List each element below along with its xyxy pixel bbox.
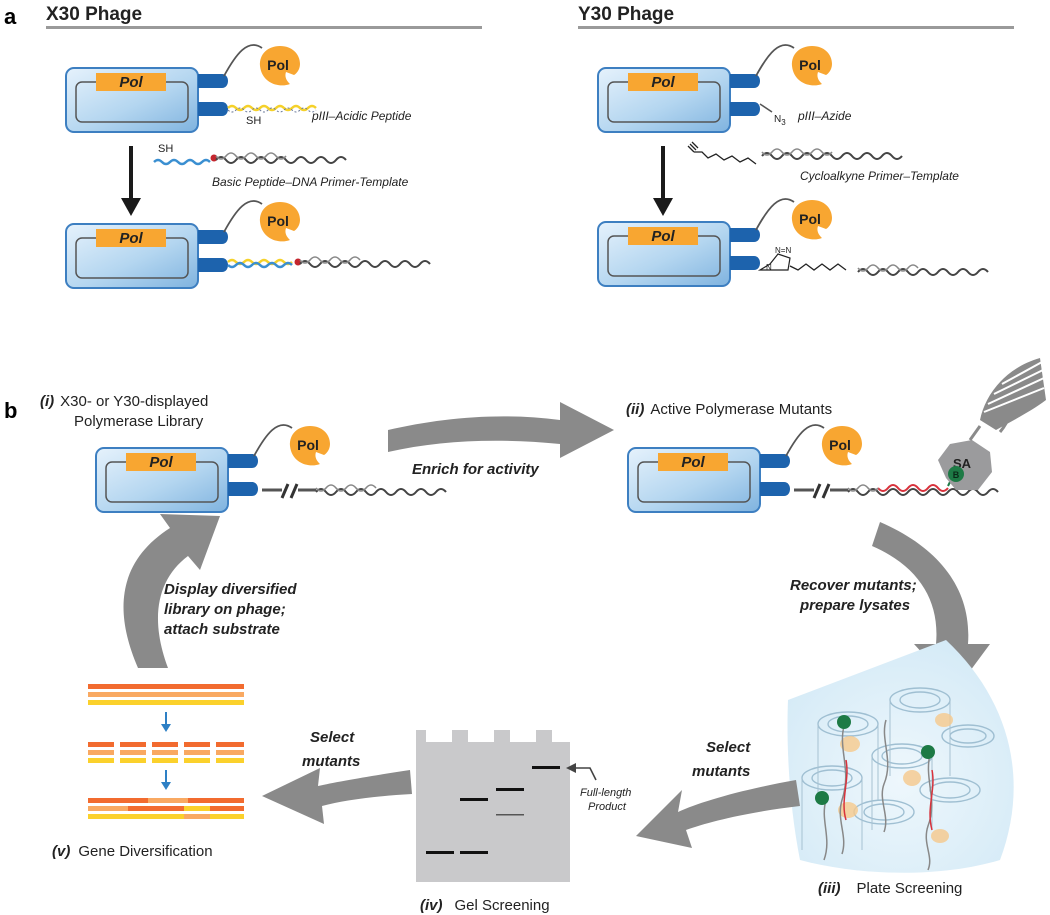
gel-band-full-length [532,766,560,769]
pol-enzyme-label: Pol [799,211,821,227]
pol-enzyme-label: Pol [297,437,319,453]
pol-enzyme-label: Pol [267,213,289,229]
pol-enzyme-label: Pol [829,437,851,453]
step-v-label: (v)Gene Diversification [52,843,213,860]
gel-band-1 [426,851,454,854]
select2-line2: mutants [302,753,360,770]
step-iv-label: (iv)Gel Screening [420,897,550,914]
primer-template-dna [215,156,347,164]
display-line2: library on phage; [164,601,286,618]
pol-enzyme-label: Pol [799,57,821,73]
gel-band-2 [460,851,488,854]
active-mutant-phage: Pol Pol [627,424,862,513]
attached-dna [299,260,431,268]
pol-gene-label: Pol [119,74,143,91]
y30-phage-top: Pol Pol [597,44,832,133]
screening-plate [787,640,1014,873]
enrich-label: Enrich for activity [412,461,539,478]
recover-arrow [872,522,990,690]
biotin-well-3 [815,791,829,805]
attached-dna-y30 [857,268,989,276]
full-length-line1: Full-length [580,787,631,799]
acidic-peptide [227,104,317,112]
step-ii-label: (ii)Active Polymerase Mutants [626,401,832,418]
full-length-pointer [574,767,597,781]
display-line1: Display diversified [164,581,297,598]
step-iii-label: (iii)Plate Screening [818,880,962,897]
pol-gene-label: Pol [119,230,143,247]
pIII-acidic-caption: pIII–Acidic Peptide [311,109,412,123]
select1-line1: Select [706,739,751,756]
peptide-linker-dot [210,154,218,162]
select-arrow-2 [262,768,412,824]
basic-template-caption: Basic Peptide–DNA Primer-Template [212,175,409,189]
step-i-label: (i)X30- or Y30-displayed [40,393,208,410]
sh-label-top: SH [246,115,261,127]
full-length-line2: Product [588,801,627,813]
svg-text:N: N [766,263,772,272]
triazole: N N=N [757,246,847,272]
sh-label-peptide: SH [158,143,173,155]
x30-phage-top: Pol Pol [65,44,300,133]
pol-enzyme-label: Pol [267,57,289,73]
cycloalkyne [687,141,757,165]
pol-gene-box [96,73,166,91]
select1-line2: mutants [692,763,750,780]
gene-diversification-bars [88,684,244,819]
pIII-azide-caption: pIII–Azide [797,109,852,123]
x30-title: X30 Phage [46,4,142,25]
pol-gene-label: Pol [149,454,173,471]
x30-phage-bottom: Pol Pol [65,200,300,289]
step-i-line2: Polymerase Library [74,413,204,430]
gel-band-5 [496,814,524,816]
biotin-well-1 [837,715,851,729]
gel [416,730,570,882]
select2-line1: Select [310,729,355,746]
pol-gene-label: Pol [651,228,675,245]
recover-line1: Recover mutants; [790,577,917,594]
y30-phage-bottom: Pol Pol [597,198,832,287]
svg-text:N=N: N=N [775,246,791,255]
select-arrow-1 [636,780,800,848]
cycloalkyne-primer-template [761,152,903,160]
biotin-label: B [953,470,960,480]
pol-gene-label: Pol [651,74,675,91]
library-phage: Pol Pol [95,424,330,513]
panel-b-label: b [4,398,17,423]
biotin-bead [948,466,964,482]
streptavidin-bead-stripes [968,358,1046,441]
cycloalkyne-caption: Cycloalkyne Primer–Template [800,169,959,183]
panel-a-label: a [4,4,17,29]
enrich-arrow [388,402,614,458]
display-arrow [123,514,220,668]
azide-label: N3 [774,114,786,127]
biotin-well-2 [921,745,935,759]
x30-title-rule [46,26,482,29]
basic-peptide [153,158,211,166]
pol-gene-label: Pol [681,454,705,471]
recover-line2: prepare lysates [799,597,910,614]
library-substrate-dna [315,488,447,496]
y30-title: Y30 Phage [578,4,674,25]
gel-band-3 [460,798,488,801]
y30-title-rule [578,26,1014,29]
gel-band-4 [496,788,524,791]
new-strand-red [877,484,949,492]
display-line3: attach substrate [164,621,280,638]
